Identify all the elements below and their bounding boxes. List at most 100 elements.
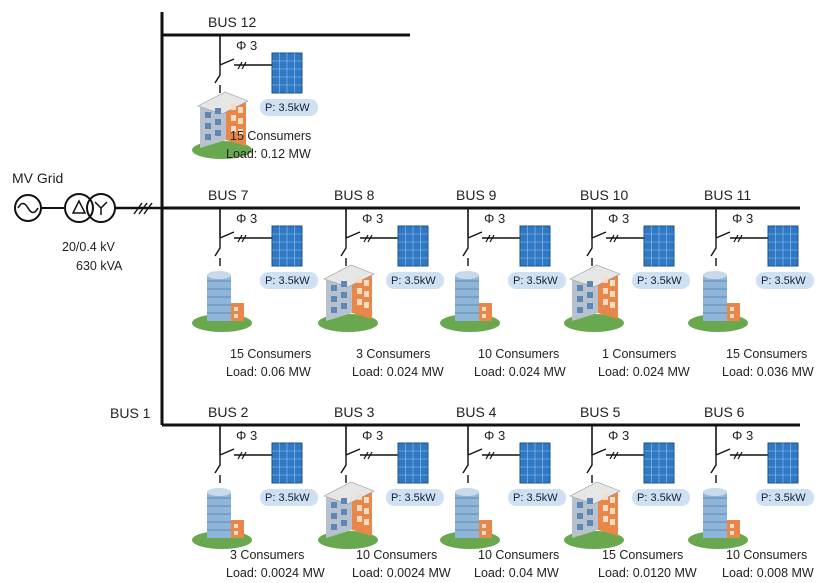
consumer-count: 10 Consumers xyxy=(478,347,559,361)
tower-annex xyxy=(727,520,740,538)
house-window xyxy=(364,280,369,286)
bus-label: BUS 11 xyxy=(704,187,751,203)
load-switch-line xyxy=(710,455,717,483)
pv-rating-label: P: 3.5kW xyxy=(637,275,682,287)
house-window xyxy=(587,520,593,526)
house-window xyxy=(364,302,369,308)
house-icon xyxy=(564,481,624,549)
house-window xyxy=(610,280,615,286)
tower-icon xyxy=(688,271,748,332)
house-window xyxy=(238,107,243,113)
house-window xyxy=(341,303,347,309)
load-switch-line xyxy=(710,238,717,266)
tower-top xyxy=(703,488,727,496)
house-window xyxy=(357,516,362,522)
house-window xyxy=(364,291,369,297)
tower-icon xyxy=(688,488,748,549)
bus-label: BUS 4 xyxy=(456,404,497,420)
pv-rating-label: P: 3.5kW xyxy=(265,275,310,287)
house-icon xyxy=(318,481,378,549)
house-window xyxy=(587,498,593,504)
consumer-count: 1 Consumers xyxy=(602,347,676,361)
pv-rating-label: P: 3.5kW xyxy=(265,492,310,504)
bus-label: BUS 7 xyxy=(208,187,249,203)
pv-badge xyxy=(260,489,318,506)
tower-annex-window xyxy=(234,307,238,311)
three-phase-tick-icon xyxy=(609,234,619,243)
phase-label: Φ 3 xyxy=(236,38,257,53)
tower-icon xyxy=(192,488,252,549)
load-switch-line xyxy=(462,455,469,483)
pv-feed-line xyxy=(715,443,775,456)
three-phase-tick-icon xyxy=(485,234,495,243)
house-window xyxy=(205,134,211,140)
house-window xyxy=(577,296,583,302)
house-window xyxy=(610,519,615,525)
tower-body xyxy=(455,275,479,321)
main-bus-label: BUS 1 xyxy=(110,405,151,421)
house-window xyxy=(341,498,347,504)
house-window xyxy=(357,505,362,511)
house-window xyxy=(577,285,583,291)
phase-label: Φ 3 xyxy=(732,211,753,226)
tower-body xyxy=(207,492,231,538)
phase-label: Φ 3 xyxy=(608,428,629,443)
tower-top xyxy=(703,271,727,279)
pv-rating-label: P: 3.5kW xyxy=(513,275,558,287)
house-window xyxy=(610,291,615,297)
house-icon xyxy=(192,91,252,159)
pv-feed-line xyxy=(219,443,279,456)
house-roof xyxy=(569,481,621,505)
load-switch-line xyxy=(214,238,221,266)
house-window xyxy=(357,299,362,305)
three-phase-tick-icon xyxy=(609,451,619,460)
load-value: Load: 0.06 MW xyxy=(226,365,311,379)
pv-badge xyxy=(756,272,814,289)
pv-rating-label: P: 3.5kW xyxy=(761,492,806,504)
tower-annex-window xyxy=(234,524,238,528)
sine-wave-icon xyxy=(17,202,39,214)
consumer-count: 10 Consumers xyxy=(356,548,437,562)
consumer-count: 3 Consumers xyxy=(230,548,304,562)
house-window xyxy=(587,509,593,515)
tower-annex-window xyxy=(730,524,734,528)
load-value: Load: 0.024 MW xyxy=(474,365,566,379)
phase-label: Φ 3 xyxy=(362,211,383,226)
bus-label: BUS 9 xyxy=(456,187,497,203)
bus-label: BUS 12 xyxy=(208,14,256,30)
house-window xyxy=(364,497,369,503)
tower-annex xyxy=(479,520,492,538)
house-window xyxy=(231,104,236,110)
house-window xyxy=(357,277,362,283)
house-window xyxy=(364,519,369,525)
phase-label: Φ 3 xyxy=(236,211,257,226)
house-window xyxy=(603,288,608,294)
load-value: Load: 0.0120 MW xyxy=(598,566,697,580)
house-window xyxy=(603,505,608,511)
three-phase-tick-icon xyxy=(363,234,373,243)
house-window xyxy=(364,508,369,514)
house-roof xyxy=(323,264,375,288)
phase-label: Φ 3 xyxy=(484,211,505,226)
wye-symbol-icon xyxy=(94,201,108,215)
pv-feed-line xyxy=(715,226,775,239)
pv-badge xyxy=(386,272,444,289)
delta-symbol-icon xyxy=(71,199,87,214)
three-phase-tick-icon xyxy=(133,202,153,215)
tower-top xyxy=(455,488,479,496)
pv-rating-label: P: 3.5kW xyxy=(265,102,310,114)
tower-top xyxy=(207,271,231,279)
load-value: Load: 0.024 MW xyxy=(598,365,690,379)
pv-feed-line xyxy=(345,226,405,239)
tower-body xyxy=(207,275,231,321)
transformer-rating-label: 630 kVA xyxy=(76,259,123,273)
tower-top xyxy=(455,271,479,279)
house-window xyxy=(587,303,593,309)
pv-feed-line xyxy=(591,226,651,239)
phase-label: Φ 3 xyxy=(236,428,257,443)
load-switch-line xyxy=(586,455,593,483)
tower-body xyxy=(703,492,727,538)
